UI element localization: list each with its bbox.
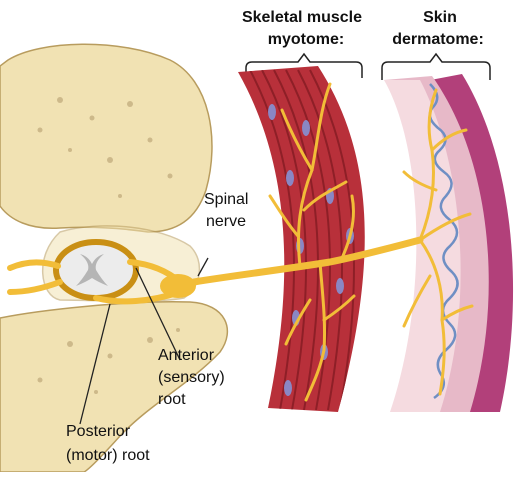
anterior-root-label-line1: Anterior xyxy=(158,346,214,365)
skeletal-muscle-myotome xyxy=(238,66,365,412)
posterior-root-label-line2: (motor) root xyxy=(66,446,150,465)
skeletal-muscle-label: Skeletal muscle xyxy=(222,8,382,27)
posterior-root-label-line1: Posterior xyxy=(66,422,130,441)
anterior-root-label-line3: root xyxy=(158,390,186,409)
dermatome-label: dermatome: xyxy=(378,30,498,49)
spinal-nerve-label-line1: Spinal xyxy=(204,190,248,209)
vertebral-body-upper xyxy=(0,44,212,232)
anterior-root-label-line2: (sensory) xyxy=(158,368,225,387)
dermatome-bracket xyxy=(382,54,490,80)
dorsal-root-ganglion xyxy=(160,274,196,298)
skin-label: Skin xyxy=(400,8,480,27)
spinal-nerve-label-line2: nerve xyxy=(206,212,246,231)
myotome-label: myotome: xyxy=(246,30,366,49)
spinal-cord xyxy=(56,242,136,298)
